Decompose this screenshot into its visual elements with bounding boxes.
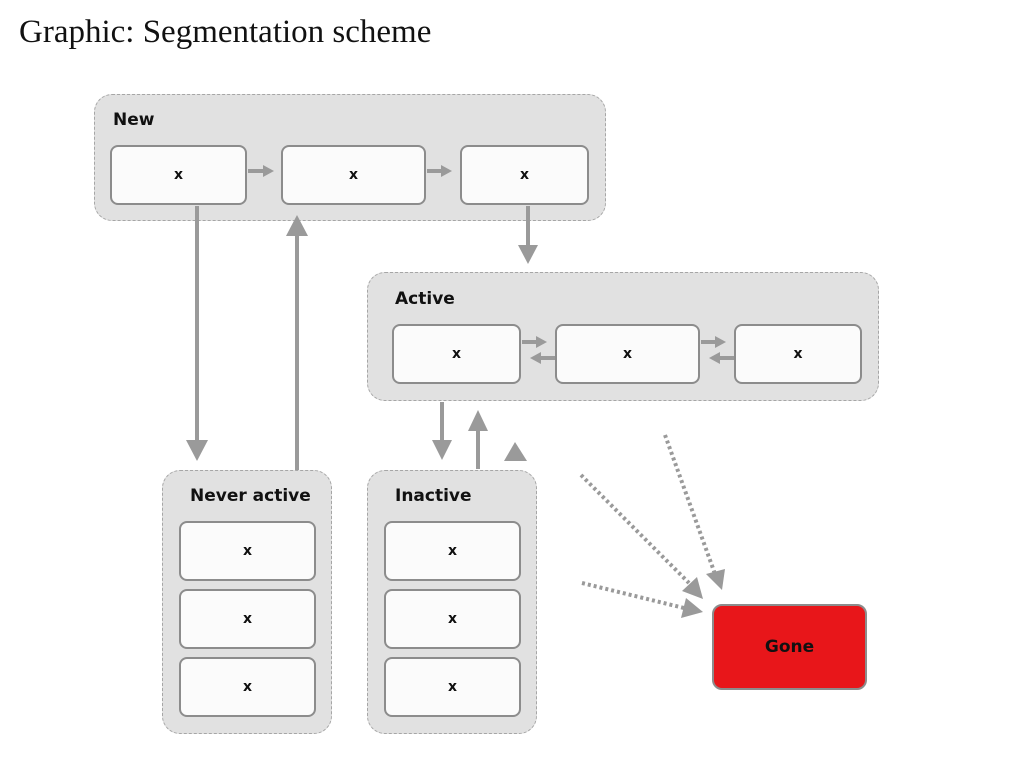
group-new-label: New: [113, 110, 155, 130]
arrowhead-inactive-to-active: [468, 410, 488, 431]
never-active-node-3: x: [179, 657, 316, 717]
active-node-3: x: [734, 324, 862, 384]
arrowhead-new-to-never-active: [186, 440, 208, 461]
gone-box: Gone: [712, 604, 867, 690]
active-node-1: x: [392, 324, 521, 384]
group-never-active-label: Never active: [190, 486, 311, 506]
arrowhead-new-to-active: [518, 245, 538, 264]
dotted-arrowhead-to-gone-1: [706, 569, 725, 590]
inactive-node-3: x: [384, 657, 521, 717]
dotted-arrow-to-gone-3: [581, 581, 685, 610]
never-active-node-1: x: [179, 521, 316, 581]
never-active-node-2: x: [179, 589, 316, 649]
dotted-arrow-to-gone-1: [663, 434, 717, 575]
dotted-arrowhead-to-gone-2: [682, 577, 703, 599]
arrowhead-active-to-inactive: [432, 440, 452, 460]
group-inactive-label: Inactive: [395, 486, 472, 506]
new-node-2: x: [281, 145, 426, 205]
dotted-arrow-to-gone-2: [579, 473, 691, 585]
inactive-node-2: x: [384, 589, 521, 649]
loose-arrowhead: [504, 442, 527, 461]
page-title: Graphic: Segmentation scheme: [19, 14, 432, 50]
inactive-node-1: x: [384, 521, 521, 581]
arrows-to-gone: [579, 434, 725, 618]
group-active-label: Active: [395, 289, 455, 309]
active-node-2: x: [555, 324, 700, 384]
new-node-1: x: [110, 145, 247, 205]
dotted-arrowhead-to-gone-3: [681, 598, 703, 618]
new-node-3: x: [460, 145, 589, 205]
